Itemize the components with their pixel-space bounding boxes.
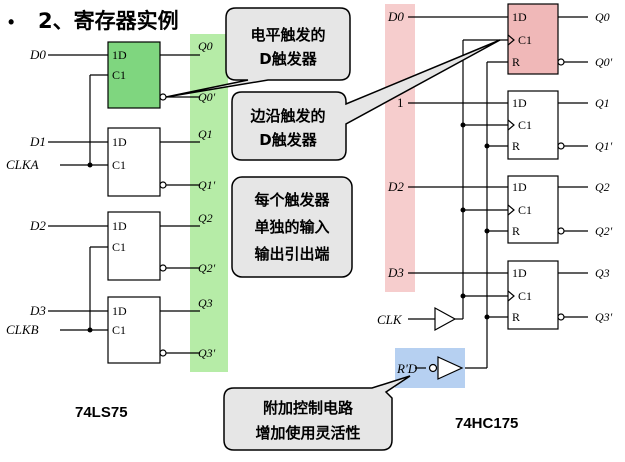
label-d3: D3 <box>29 303 46 318</box>
hc175-ff3 <box>507 260 559 330</box>
pin-r: R <box>512 224 520 238</box>
callout-level-line2: D触发器 <box>259 50 317 68</box>
label-q1: Q1 <box>595 96 610 110</box>
inversion-bubble <box>557 142 565 150</box>
label-q3-bar: Q3' <box>198 346 216 360</box>
hc175-ff0 <box>507 3 559 75</box>
hc175-ff2 <box>507 175 559 244</box>
label-q3: Q3 <box>198 296 213 310</box>
label-q1-bar: Q1' <box>595 139 613 153</box>
label-clkb: CLKB <box>6 322 39 337</box>
callout-ctrl-line1: 附加控制电路 <box>263 399 354 417</box>
pin-c1: C1 <box>518 289 532 303</box>
callout-level-line1: 电平触发的 <box>250 26 325 44</box>
label-q0: Q0 <box>198 39 213 53</box>
pin-c1: C1 <box>112 158 126 172</box>
inversion-bubble <box>557 313 565 321</box>
label-q0-bar: Q0' <box>198 90 216 104</box>
reset-buffer <box>437 356 464 380</box>
clock-buffer <box>434 306 457 332</box>
pin-r: R <box>512 139 520 153</box>
inversion-bubble <box>159 181 167 189</box>
label-q0: Q0 <box>595 10 610 24</box>
inversion-bubble <box>557 227 565 235</box>
label-d3: D3 <box>387 265 404 280</box>
label-d1: 1 <box>397 95 404 110</box>
ls75-wiring <box>48 54 200 354</box>
label-q3-bar: Q3' <box>595 310 613 324</box>
callout-each-line3: 输出引出端 <box>254 245 329 263</box>
pin-1d: 1D <box>512 180 527 194</box>
pin-c1: C1 <box>518 203 532 217</box>
pin-c1: C1 <box>112 68 126 82</box>
label-d2: D2 <box>29 218 46 233</box>
callout-each-ff <box>231 176 353 278</box>
label-q0-bar: Q0' <box>595 55 613 69</box>
pin-c1: C1 <box>112 323 126 337</box>
inversion-bubble <box>159 93 167 101</box>
junction-dot <box>460 293 466 299</box>
callout-each-line2: 单独的输入 <box>254 218 329 236</box>
chip-name-74hc175: 74HC175 <box>455 415 518 432</box>
label-q3: Q3 <box>595 266 610 280</box>
callout-ctrl-line2: 增加使用灵活性 <box>255 424 360 442</box>
hc175-ff1 <box>507 90 559 160</box>
label-q1-bar: Q1' <box>198 178 216 192</box>
ls75-ff0 <box>107 41 161 109</box>
callout-each-line1: 每个触发器 <box>254 191 330 209</box>
callout-edge-triggered <box>231 39 501 161</box>
ls75-ff2 <box>107 211 161 281</box>
ls75-ff1 <box>107 127 161 197</box>
label-d2: D2 <box>387 179 404 194</box>
inversion-bubble <box>159 349 167 357</box>
junction-dot <box>484 228 490 234</box>
label-d0: D0 <box>387 9 404 24</box>
label-q2-bar: Q2' <box>198 261 216 275</box>
junction-dot <box>460 122 466 128</box>
label-clk: CLK <box>377 312 403 327</box>
junction-dot <box>484 314 490 320</box>
junction-dot <box>484 143 490 149</box>
pin-r: R <box>512 310 520 324</box>
label-d0: D0 <box>29 47 46 62</box>
callout-level-triggered <box>165 7 351 98</box>
label-q2-bar: Q2' <box>595 224 613 238</box>
pin-1d: 1D <box>512 10 527 24</box>
junction-dot <box>460 207 466 213</box>
pin-c1: C1 <box>518 33 532 47</box>
title-bullet: • <box>8 12 14 32</box>
pin-1d: 1D <box>512 96 527 110</box>
pin-1d: 1D <box>112 135 127 149</box>
callout-edge-line1: 边沿触发的 <box>249 107 325 125</box>
pin-c1: C1 <box>518 118 532 132</box>
label-clka: CLKA <box>6 157 39 172</box>
pin-c1: C1 <box>112 240 126 254</box>
pin-1d: 1D <box>512 266 527 280</box>
reset-inversion-bubble <box>428 363 438 373</box>
label-q2: Q2 <box>595 180 610 194</box>
page-title: 2、寄存器实例 <box>38 9 179 33</box>
inversion-bubble <box>159 264 167 272</box>
input-highlight-band <box>385 4 415 292</box>
label-q2: Q2 <box>198 211 213 225</box>
label-rd: R'D <box>396 361 418 376</box>
pin-1d: 1D <box>112 219 127 233</box>
label-d1: D1 <box>29 134 46 149</box>
chip-name-74ls75: 74LS75 <box>75 404 128 421</box>
pin-1d: 1D <box>112 304 127 318</box>
label-q1: Q1 <box>198 127 213 141</box>
callout-edge-line2: D触发器 <box>259 131 317 149</box>
clock-edge-markers <box>507 34 515 302</box>
inversion-bubble <box>557 58 565 66</box>
junction-dot <box>87 327 93 333</box>
pin-1d: 1D <box>112 48 127 62</box>
pin-r: R <box>512 55 520 69</box>
ls75-ff3 <box>107 296 161 364</box>
junction-dot <box>87 162 93 168</box>
callout-control-circuit <box>223 375 411 451</box>
